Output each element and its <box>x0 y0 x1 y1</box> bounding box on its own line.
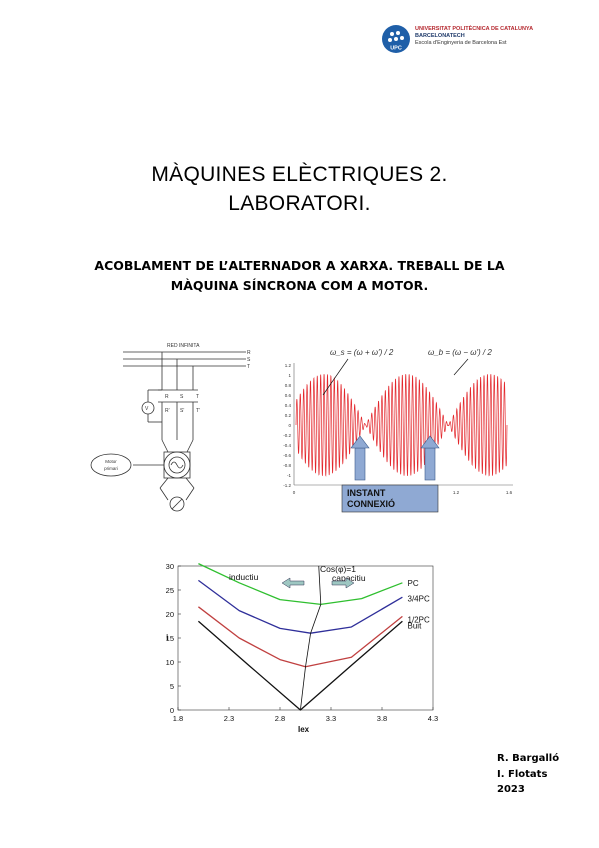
v-ytick: 30 <box>166 562 174 571</box>
v-ytick: 10 <box>166 658 174 667</box>
university-logo: UPC UNIVERSITAT POLITÈCNICA DE CATALUNYA… <box>381 24 581 54</box>
v-xlabel: Iex <box>298 725 310 734</box>
v-series-group <box>197 563 403 711</box>
phase-r-gen: R' <box>165 408 170 414</box>
v-xtick: 4.3 <box>428 714 438 723</box>
v-ytick: 5 <box>170 682 174 691</box>
inductive-arrow <box>281 577 305 589</box>
inductive-label: inductiu <box>229 572 259 582</box>
phase-t: T <box>247 364 250 370</box>
instant-label-2: CONNEXIÓ <box>347 498 395 509</box>
v-x-ticks: 1.8 2.3 2.8 3.3 3.8 4.3 <box>173 707 438 723</box>
beat-ytick: 0.8 <box>285 383 292 388</box>
title-line1: MÀQUINES ELÈCTRIQUES 2. <box>151 163 448 186</box>
logo-line2: BARCELONATECH <box>415 33 465 39</box>
beat-ytick: -0.4 <box>283 443 291 448</box>
phase-t-gen: T' <box>196 408 200 414</box>
beat-ytick: 0.4 <box>285 403 292 408</box>
upc-seal-icon: UPC <box>382 25 410 53</box>
connexio-arrowhead-left <box>350 435 370 449</box>
beat-waveform-figure: ω_s = (ω + ω') / 2 ω_b = (ω − ω') / 2 1.… <box>283 348 513 513</box>
beat-ytick: -0.2 <box>283 433 291 438</box>
cos-phi-label: Cos(φ)=1 <box>320 564 356 574</box>
phase-r: R <box>247 350 251 356</box>
v-xtick: 3.8 <box>377 714 387 723</box>
red-infinita-label: RED INFINITA <box>167 343 200 349</box>
beat-y-ticks: 1.2 1 0.8 0.6 0.4 0.2 0 -0.2 -0.4 -0.6 -0.8 -1 -1.2 <box>283 363 291 488</box>
circuit-diagram: RED INFINITA R S T R S T R' S' T' V Moto… <box>90 343 251 512</box>
beat-x-ticks: 0 1.2 1.6 <box>293 490 513 495</box>
beat-formula-right: ω_b = (ω − ω') / 2 <box>428 348 492 357</box>
author-2: I. Flotats <box>497 768 548 780</box>
motor-label-1: Motor <box>105 459 117 464</box>
v-series-line <box>198 563 403 606</box>
logo-line1: UNIVERSITAT POLITÈCNICA DE CATALUNYA <box>415 26 534 32</box>
v-series-label: Buit <box>408 622 423 631</box>
beat-ytick: -1 <box>287 473 291 478</box>
connexio-arrowhead-right <box>420 435 440 449</box>
logo-badge: UPC <box>390 46 402 52</box>
beat-xtick: 1.2 <box>453 490 460 495</box>
v-ylabel: I <box>166 633 168 642</box>
beat-formula-left: ω_s = (ω + ω') / 2 <box>330 348 394 357</box>
beat-ytick: -0.6 <box>283 453 291 458</box>
v-curves-chart: 0 5 10 15 20 25 30 1.8 2.3 2.8 3.3 3.8 4.3 PC 3/4PC 1… <box>166 562 439 734</box>
connexio-arrow-left <box>354 447 366 481</box>
beat-wave-line <box>295 374 508 477</box>
motor-label-2: primari <box>104 466 118 471</box>
v-ytick: 20 <box>166 610 174 619</box>
v-xtick: 2.8 <box>275 714 285 723</box>
phase-s-gen: S' <box>180 408 184 414</box>
v-series-label: 3/4PC <box>408 595 430 604</box>
v-xtick: 3.3 <box>326 714 336 723</box>
title-line2: LABORATORI. <box>228 192 371 215</box>
phase-r-top: R <box>165 394 169 400</box>
voltmeter-label: V <box>145 406 149 412</box>
beat-ytick: 1 <box>288 373 291 378</box>
beat-ytick: 0.2 <box>285 413 292 418</box>
instant-connexio-box <box>341 484 439 513</box>
v-xtick: 1.8 <box>173 714 183 723</box>
v-ytick: 0 <box>170 706 174 715</box>
v-series-line <box>198 579 403 634</box>
beat-ytick: 0 <box>288 423 291 428</box>
instant-label-1: INSTANT <box>347 488 386 498</box>
formula-pointer-left <box>322 358 349 396</box>
v-ytick: 25 <box>166 586 174 595</box>
beat-ytick: -1.2 <box>283 483 291 488</box>
v-series-label: 1/2PC <box>408 615 430 624</box>
connexio-arrows <box>350 435 440 481</box>
authors-block: R. Bargalló I. Flotats 2023 <box>497 751 559 798</box>
v-series-line <box>198 606 403 668</box>
phase-s-top: S <box>180 394 184 400</box>
v-y-ticks: 0 5 10 15 20 25 30 <box>166 562 181 715</box>
year: 2023 <box>497 784 525 795</box>
phase-t-top: T <box>196 394 199 400</box>
phase-s: S <box>247 357 251 363</box>
connexio-arrow-right <box>424 447 436 481</box>
logo-line3: Escola d'Enginyeria de Barcelona Est <box>415 40 507 46</box>
page-subtitle: ACOBLAMENT DE L’ALTERNADOR A XARXA. TREB… <box>40 256 559 296</box>
v-xtick: 2.3 <box>224 714 234 723</box>
subtitle-line1: ACOBLAMENT DE L’ALTERNADOR A XARXA. TREB… <box>94 258 505 273</box>
cos-phi-line <box>300 565 322 711</box>
beat-xtick: 1.6 <box>506 490 513 495</box>
beat-xtick: 0 <box>293 490 296 495</box>
author-1: R. Bargalló <box>497 753 560 764</box>
v-ytick: 15 <box>166 634 174 643</box>
formula-pointer-right <box>453 358 469 376</box>
beat-ytick: -0.8 <box>283 463 291 468</box>
page-title: MÀQUINES ELÈCTRIQUES 2. LABORATORI. <box>0 160 599 218</box>
v-series-label: PC <box>408 579 419 588</box>
beat-ytick: 0.6 <box>285 393 292 398</box>
capacitive-label: capacitiu <box>332 573 366 583</box>
subtitle-line2: MÀQUINA SÍNCRONA COM A MOTOR. <box>170 278 429 293</box>
beat-ytick: 1.2 <box>285 363 292 368</box>
capacitive-arrow <box>331 577 355 589</box>
plot-frame <box>177 565 434 711</box>
